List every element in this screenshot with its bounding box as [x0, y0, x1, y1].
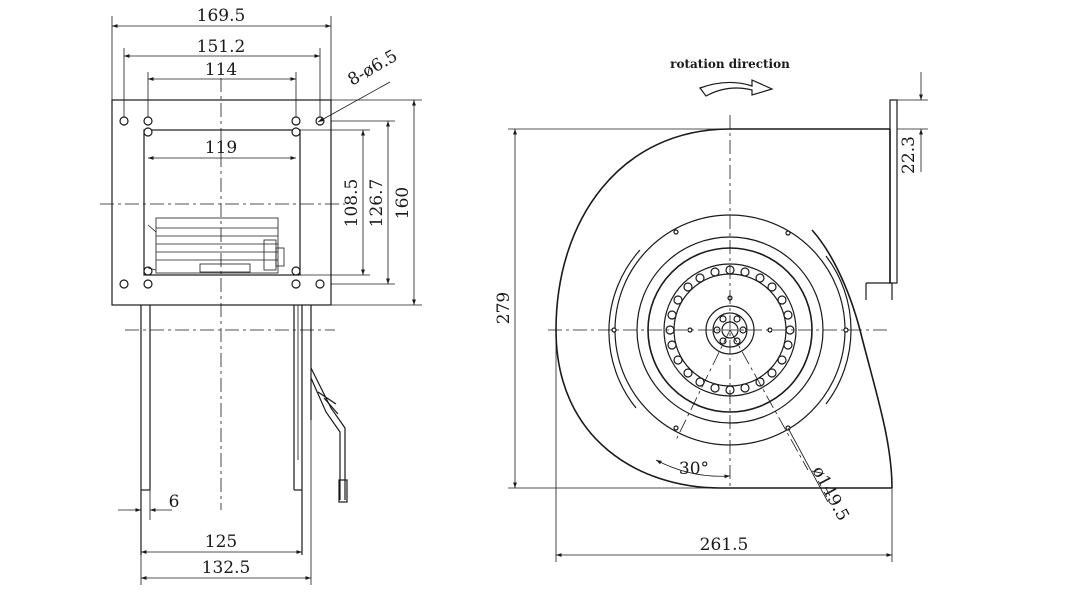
- dim-text-flange-depth: 22.3: [899, 136, 919, 174]
- dim-heights: 108.5 126.7 160: [300, 99, 422, 306]
- dim-overall-length: 261.5: [555, 330, 893, 562]
- dim-flange-thickness: 6: [118, 490, 179, 520]
- dim-hole-spacing-outer: 151.2: [123, 37, 321, 117]
- dim-opening-width: 119: [148, 138, 296, 160]
- front-motor-body: [125, 305, 335, 555]
- cooling-holes: [611, 229, 849, 431]
- dim-overall-width: 169.5: [111, 6, 332, 100]
- dim-text-opening-width: 119: [205, 138, 237, 158]
- dim-text-overall-width: 169.5: [197, 6, 246, 26]
- side-view: rotation direction: [494, 57, 928, 562]
- dim-text-impeller-diameter: ø149.5: [808, 463, 853, 524]
- rotation-direction-label: rotation direction: [670, 57, 790, 71]
- front-view: 169.5 151.2 114 119 8-ø6.5: [100, 6, 422, 585]
- dim-text-mounting-holes: 8-ø6.5: [345, 46, 402, 90]
- dim-text-hole-spacing-outer: 151.2: [197, 37, 246, 57]
- dim-text-height-mid: 126.7: [367, 179, 387, 228]
- dim-hole-spacing-inner: 114: [147, 60, 297, 117]
- dim-text-height-overall: 160: [393, 187, 413, 219]
- dim-text-height-inner: 108.5: [342, 179, 362, 228]
- dim-angle: 30°: [655, 459, 731, 479]
- dim-body-width: 125: [141, 532, 302, 554]
- dim-text-body-overall-width: 132.5: [202, 558, 251, 578]
- dim-flange-depth: 22.3: [897, 72, 928, 174]
- front-impeller: [147, 217, 285, 274]
- dim-text-body-width: 125: [205, 532, 237, 552]
- dim-text-hole-spacing-inner: 114: [205, 60, 237, 80]
- rotation-direction-arrow-icon: [699, 79, 774, 97]
- dim-text-overall-length: 261.5: [700, 535, 749, 555]
- front-outlet-opening: [143, 129, 301, 276]
- front-flange-plate: [111, 99, 332, 306]
- dim-body-overall-width: 132.5: [140, 420, 312, 585]
- dim-outlet-height: 279: [494, 128, 730, 489]
- dim-text-flange-thickness: 6: [169, 492, 180, 512]
- dim-text-angle: 30°: [679, 459, 709, 479]
- front-cable: [310, 367, 348, 503]
- dim-text-outlet-height: 279: [494, 292, 514, 324]
